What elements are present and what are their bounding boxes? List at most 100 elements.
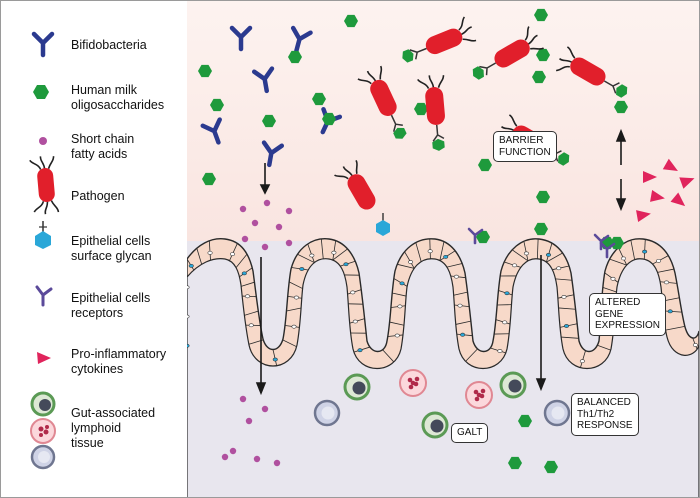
hmo-molecule xyxy=(322,112,336,126)
cell-nucleus xyxy=(299,267,305,271)
receptor xyxy=(467,227,484,245)
cell-nucleus xyxy=(667,309,673,314)
flow-arrows xyxy=(255,128,627,396)
legend-receptor-line1: Epithelial cells xyxy=(71,291,151,305)
cell-nucleus xyxy=(523,251,529,256)
pathogen xyxy=(334,159,376,210)
gene-line2: GENE xyxy=(595,308,624,320)
legend-receptor-line2: receptors xyxy=(71,306,124,320)
hmo-molecule xyxy=(210,98,224,112)
galt-cells xyxy=(313,369,571,439)
pathogen-icon xyxy=(29,156,60,215)
cytokine xyxy=(670,192,686,207)
cell-nucleus xyxy=(457,303,463,308)
cell-nucleus xyxy=(642,249,648,254)
hmo-molecule xyxy=(476,230,490,244)
cell-nucleus xyxy=(309,253,315,258)
cell-nucleus xyxy=(187,314,190,319)
lymphocyte-icon xyxy=(30,391,56,470)
cell-nucleus xyxy=(610,276,616,281)
cell-nucleus xyxy=(188,263,194,268)
legend-glycan-line2: surface glycan xyxy=(71,249,152,263)
cell-nucleus xyxy=(561,294,567,299)
scfa-molecule xyxy=(229,447,237,455)
hmo-molecule xyxy=(344,14,358,28)
legend-bifidobacteria-label: Bifidobacteria xyxy=(71,38,147,52)
cell-nucleus xyxy=(427,249,433,254)
surface-glycan xyxy=(376,213,390,236)
epithelial-cells xyxy=(187,238,698,368)
scfa-molecule xyxy=(241,235,249,243)
legend-scfa-label: Short chain fatty acids xyxy=(71,132,134,162)
cell-nucleus xyxy=(504,291,510,296)
cell-nucleus xyxy=(460,332,466,337)
legend-glycan-line1: Epithelial cells xyxy=(71,234,151,248)
legend-galt-label: Gut-associated lymphoid tissue xyxy=(71,406,155,451)
cell-nucleus xyxy=(397,304,403,309)
legend-hmo-line2: oligosaccharides xyxy=(71,98,165,112)
scfa-icon xyxy=(39,137,47,145)
legend-scfa-line2: fatty acids xyxy=(71,147,128,161)
legend-hmo-label: Human milk oligosaccharides xyxy=(71,83,164,113)
cytokine xyxy=(636,210,651,222)
cell-nucleus xyxy=(248,323,254,328)
legend-cytokine-label: Pro-inflammatory cytokines xyxy=(71,347,166,377)
intestine-illustration xyxy=(187,1,699,497)
cell-nucleus xyxy=(394,333,400,338)
hmo-molecule xyxy=(478,158,492,172)
scfa-molecule xyxy=(261,405,269,413)
scfa-molecule xyxy=(285,239,293,247)
scfa-molecule xyxy=(285,207,293,215)
cell-nucleus xyxy=(621,256,627,261)
scfa-molecule xyxy=(239,395,247,403)
bifidobacteria-icon xyxy=(31,31,55,58)
bifidobacterium xyxy=(251,66,275,94)
receptor-icon xyxy=(35,285,53,307)
hmo-molecule xyxy=(288,50,302,64)
legend-pathogen-label: Pathogen xyxy=(71,189,125,203)
cell-nucleus xyxy=(692,343,698,347)
scfa-molecule xyxy=(245,417,253,425)
cytokine-icon xyxy=(37,352,51,364)
legend-receptor-label: Epithelial cells receptors xyxy=(71,291,150,321)
pathogen xyxy=(556,46,628,98)
receptor xyxy=(599,241,616,259)
scfa-molecules xyxy=(221,199,293,467)
hmo-molecule xyxy=(610,236,624,250)
legend-cytokine-line1: Pro-inflammatory xyxy=(71,347,167,361)
cytokine xyxy=(650,190,665,202)
cytokine xyxy=(662,158,678,171)
intestine-scene: BARRIER FUNCTION ALTERED GENE EXPRESSION… xyxy=(187,1,699,497)
scfa-molecule xyxy=(239,205,247,213)
hmo-molecule xyxy=(534,8,548,22)
cell-nucleus xyxy=(443,254,449,259)
barrier-line1: BARRIER xyxy=(499,135,544,146)
legend-galt-line2: lymphoid xyxy=(71,421,122,435)
pathogen xyxy=(417,75,445,151)
epithelium-inner xyxy=(187,258,699,497)
cell-nucleus xyxy=(343,262,349,267)
cell-nucleus xyxy=(352,319,358,324)
scfa-molecule xyxy=(261,243,269,251)
cell-nucleus xyxy=(187,343,190,348)
barrier-line2: FUNCTION xyxy=(499,146,551,158)
bifidobacterium xyxy=(200,117,222,145)
cell-nucleus xyxy=(579,359,585,364)
scfa-molecule xyxy=(253,455,261,463)
cell-nucleus xyxy=(497,349,503,353)
legend-cytokine-line2: cytokines xyxy=(71,362,124,376)
hmo-molecule xyxy=(614,100,628,114)
hmo-molecule xyxy=(532,70,546,84)
cytokines xyxy=(636,158,695,222)
legend: Bifidobacteria Human milk oligosaccharid… xyxy=(1,1,187,497)
hmo-molecule xyxy=(536,190,550,204)
cell-nucleus xyxy=(556,266,562,271)
scfa-molecule xyxy=(251,219,259,227)
hmo-molecule xyxy=(518,414,532,428)
cell-nucleus xyxy=(546,252,552,257)
scfa-molecule xyxy=(263,199,271,207)
balanced-line1: BALANCED xyxy=(577,397,631,408)
cell-nucleus xyxy=(453,274,459,279)
hmo-molecule xyxy=(202,172,216,186)
